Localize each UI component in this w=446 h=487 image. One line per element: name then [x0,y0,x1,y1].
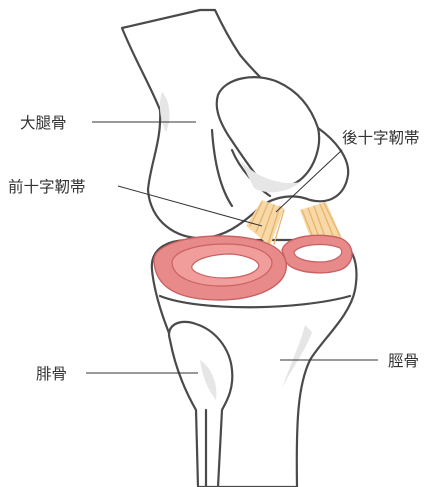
fibula-label: 腓骨 [36,365,67,383]
acl-label: 前十字靭帯 [8,178,86,196]
femur-label: 大腿骨 [20,114,67,132]
tibia-label: 脛骨 [388,352,419,370]
meniscus-right [282,235,352,273]
pcl-label: 後十字靭帯 [342,129,420,147]
meniscus-left [154,236,286,300]
femur-bone [122,10,348,238]
